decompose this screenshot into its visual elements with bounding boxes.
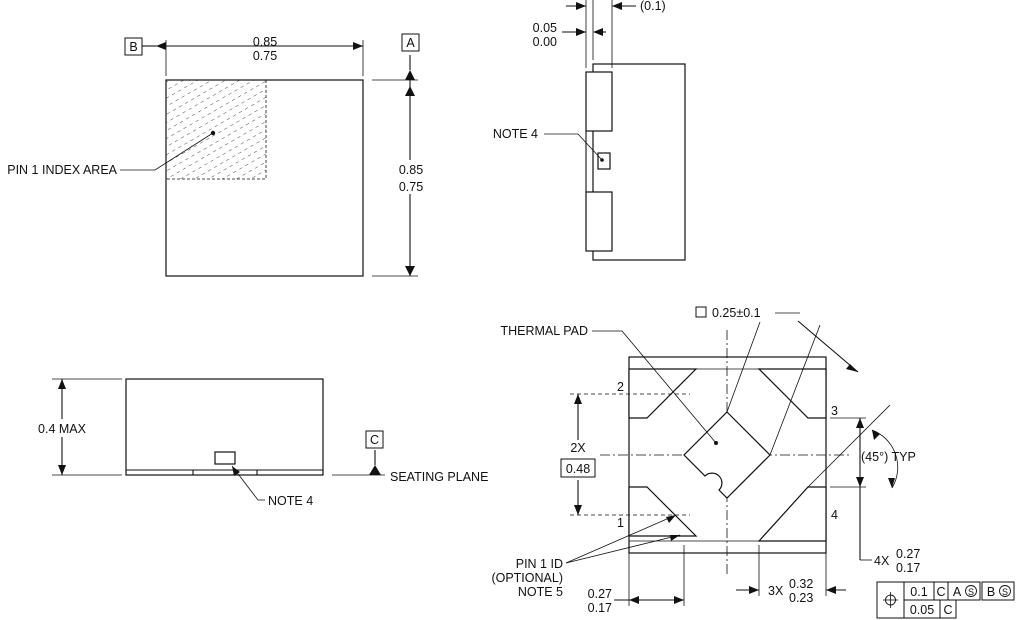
- height-max-label: 0.4 MAX: [38, 422, 87, 436]
- pin1-index-label: PIN 1 INDEX AREA: [7, 163, 117, 177]
- datum-c-box: [365, 430, 384, 449]
- bottom-view: 2 3 1 4 THERMAL PAD 0.25±0.1 2X 0.48 (45…: [491, 306, 920, 615]
- pin-len-count: 3X: [768, 584, 784, 598]
- fcf-mod1: S: [968, 587, 974, 597]
- pitch-count: 2X: [570, 441, 586, 455]
- pitch-value: 0.48: [566, 462, 590, 476]
- pin-width-max: 0.27: [896, 547, 920, 561]
- pin1-index-area: [165, 79, 267, 180]
- fcf-ref1: C: [936, 585, 945, 599]
- rfs-modifier-icon-2: [999, 585, 1011, 597]
- rfs-modifier-icon: [965, 585, 977, 597]
- datum-c-label: C: [370, 433, 379, 447]
- left-dim-min: 0.17: [588, 601, 612, 615]
- basic-dim-box: [560, 458, 596, 478]
- left-dim-max: 0.27: [588, 587, 612, 601]
- side-terminal-top: [585, 71, 613, 132]
- pad-size-label: 0.25±0.1: [712, 306, 761, 320]
- front-note-label: NOTE 4: [268, 494, 313, 508]
- datum-a-label: A: [406, 36, 415, 50]
- pin1-id-line2: (OPTIONAL): [491, 571, 563, 585]
- pin-len-min: 0.23: [789, 591, 813, 605]
- side-terminal-bottom: [585, 191, 613, 252]
- side-thermal-pad: [597, 152, 611, 170]
- side-note-label: NOTE 4: [493, 127, 538, 141]
- width-max: 0.85: [253, 35, 277, 49]
- thermal-pad-label: THERMAL PAD: [500, 324, 588, 338]
- angle-label: (45°) TYP: [861, 450, 916, 464]
- square-symbol: [695, 306, 707, 318]
- standoff-min: 0.00: [533, 35, 557, 49]
- side-view: (0.1) 0.05 0.00 NOTE 4: [493, 0, 686, 261]
- fcf-mod2: S: [1002, 587, 1008, 597]
- pin-width-min: 0.17: [896, 561, 920, 575]
- height-min: 0.75: [399, 180, 423, 194]
- pin-1-pad: [628, 486, 698, 537]
- pin-width-count: 4X: [874, 554, 890, 568]
- front-view: 0.4 MAX C SEATING PLANE NOTE 4: [20, 378, 488, 508]
- pin-1-number: 1: [617, 516, 624, 530]
- pin-4-number: 4: [831, 508, 838, 522]
- pin-len-max: 0.32: [789, 577, 813, 591]
- fcf-ref4: C: [943, 603, 952, 617]
- fcf-ref3: B: [987, 585, 995, 599]
- pin1-id-line3: NOTE 5: [518, 585, 563, 599]
- fcf-tol2: 0.05: [910, 603, 934, 617]
- thermal-pad: [683, 411, 771, 499]
- pin-2-pad: [628, 368, 698, 419]
- datum-b-label: B: [129, 40, 137, 54]
- pin1-id-line1: PIN 1 ID: [516, 557, 563, 571]
- ref-dimension: (0.1): [640, 0, 666, 13]
- pin-4-pad: [757, 486, 827, 542]
- standoff-max: 0.05: [533, 21, 557, 35]
- feature-control-frame: 0.1 C A S B S 0.05 C: [876, 581, 1015, 619]
- fcf-ref2: A: [953, 585, 962, 599]
- pin-2-number: 2: [617, 380, 624, 394]
- seating-plane-label: SEATING PLANE: [390, 470, 488, 484]
- width-min: 0.75: [253, 49, 277, 63]
- height-max: 0.85: [399, 163, 423, 177]
- datum-a-box: [401, 33, 420, 52]
- fcf-tol1: 0.1: [910, 585, 927, 599]
- pin-3-pad: [757, 368, 827, 419]
- top-view: B 0.85 0.75 A 0.85 0.75 PIN 1 INDEX AREA: [7, 33, 428, 277]
- pin-3-number: 3: [831, 404, 838, 418]
- front-thermal-pad: [214, 451, 236, 465]
